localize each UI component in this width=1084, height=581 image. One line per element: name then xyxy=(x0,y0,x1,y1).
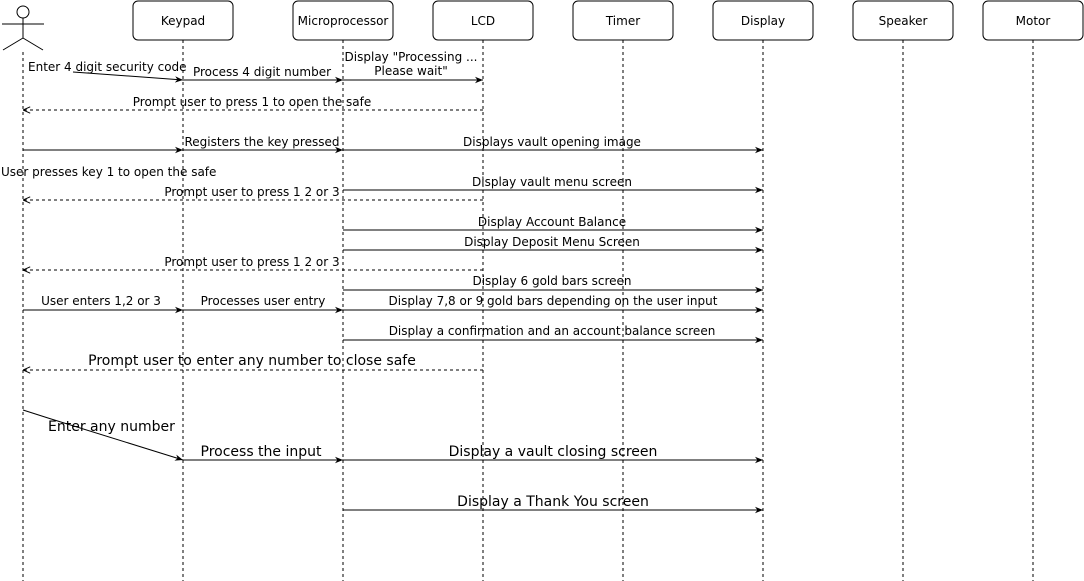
message-label: Prompt user to press 1 2 or 3 xyxy=(164,255,339,269)
participant-label: Microprocessor xyxy=(298,14,389,28)
participant-display[interactable]: Display xyxy=(712,0,814,41)
participant-lcd[interactable]: LCD xyxy=(432,0,534,41)
message-label-multiline: Display "Processing ...Please wait" xyxy=(345,50,478,78)
message-label: Display a vault closing screen xyxy=(449,444,658,460)
message-label: Enter any number xyxy=(48,419,175,435)
participant-label: Display xyxy=(741,14,785,28)
participant-label: Speaker xyxy=(879,14,928,28)
message-arrow[interactable] xyxy=(22,409,184,461)
participant-timer[interactable]: Timer xyxy=(572,0,674,41)
message-label-line: Please wait" xyxy=(374,64,447,78)
message-label-line: Display "Processing ... xyxy=(345,50,478,64)
message-label: Process 4 digit number xyxy=(193,65,331,79)
message-label: Display a confirmation and an account ba… xyxy=(389,324,716,338)
message-label: User enters 1,2 or 3 xyxy=(41,294,161,308)
message-label: Process the input xyxy=(201,444,323,460)
participant-keypad[interactable]: Keypad xyxy=(132,0,234,41)
note-label: User presses key 1 to open the safe xyxy=(1,165,216,179)
participant-microprocessor[interactable]: Microprocessor xyxy=(292,0,394,41)
message-label: Prompt user to enter any number to close… xyxy=(88,353,416,369)
participant-motor[interactable]: Motor xyxy=(982,0,1084,41)
actor-user-icon[interactable] xyxy=(2,5,44,51)
message-label: Display 6 gold bars screen xyxy=(472,274,631,288)
participant-label: Keypad xyxy=(161,14,205,28)
messages: Enter 4 digit security code Process 4 di… xyxy=(1,50,763,514)
message-label: Enter 4 digit security code xyxy=(28,60,187,74)
message-label: Display vault menu screen xyxy=(472,175,632,189)
message-arrow[interactable] xyxy=(72,71,184,83)
message-label: Prompt user to press 1 2 or 3 xyxy=(164,185,339,199)
participant-label: LCD xyxy=(471,14,495,28)
message-label: Display 7,8 or 9 gold bars depending on … xyxy=(389,294,718,308)
participant-speaker[interactable]: Speaker xyxy=(852,0,954,41)
message-label: Processes user entry xyxy=(201,294,326,308)
message-label: Display Account Balance xyxy=(478,215,626,229)
message-label: Registers the key pressed xyxy=(185,135,340,149)
participant-label: Motor xyxy=(1016,14,1051,28)
message-label: Display Deposit Menu Screen xyxy=(464,235,640,249)
message-label: Display a Thank You screen xyxy=(457,494,649,510)
message-label: Displays vault opening image xyxy=(463,135,641,149)
message-label: Prompt user to press 1 to open the safe xyxy=(133,95,372,109)
participant-label: Timer xyxy=(605,14,640,28)
